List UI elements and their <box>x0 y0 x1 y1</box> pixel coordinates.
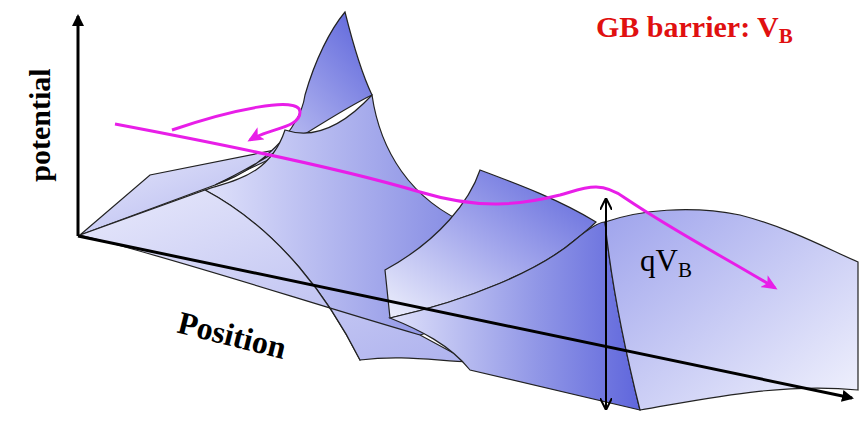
position-axis <box>78 236 852 398</box>
transmitted-trajectory <box>115 124 775 288</box>
barrier-height-arrow <box>605 200 607 408</box>
subscript: B <box>779 26 793 47</box>
potential-axis <box>77 16 80 236</box>
barrier-height-label: qV <box>640 245 678 276</box>
subscript: B <box>678 260 692 281</box>
axis-label: Position <box>175 306 290 364</box>
barrier-title: GB barrier: V <box>596 12 779 42</box>
axis-label: potential <box>25 68 55 181</box>
reflected-trajectory <box>172 105 300 140</box>
